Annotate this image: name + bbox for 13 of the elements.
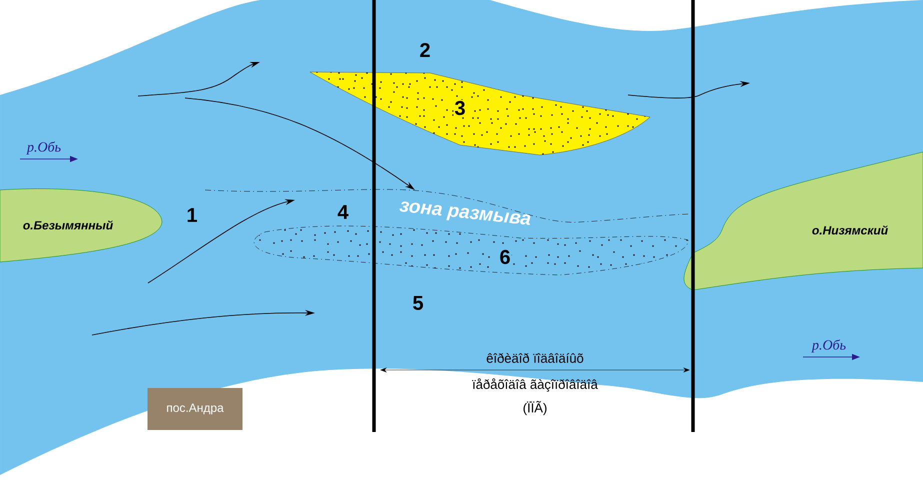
island: о.Безымянный [0,188,162,262]
callout-number: 4 [338,205,348,219]
callout-number: 5 [413,296,424,310]
dimension-text: êîðèäîð ïîäâîäíûõ [486,353,584,363]
island: о.Низямский [684,152,923,290]
place-name-box: пос.Андра [148,388,242,430]
dimension-text: (ÏÏÃ) [524,400,546,416]
river-name: р.Обь [811,340,846,352]
river-name: р.Обь [26,142,61,154]
sandbar: 3 [310,72,650,156]
zone-label: зона размыва [399,202,530,225]
callout-number: 1 [188,208,198,222]
dimension-text: ïåðåõîäîâ ãàçîïðîâîäîâ [472,378,598,392]
